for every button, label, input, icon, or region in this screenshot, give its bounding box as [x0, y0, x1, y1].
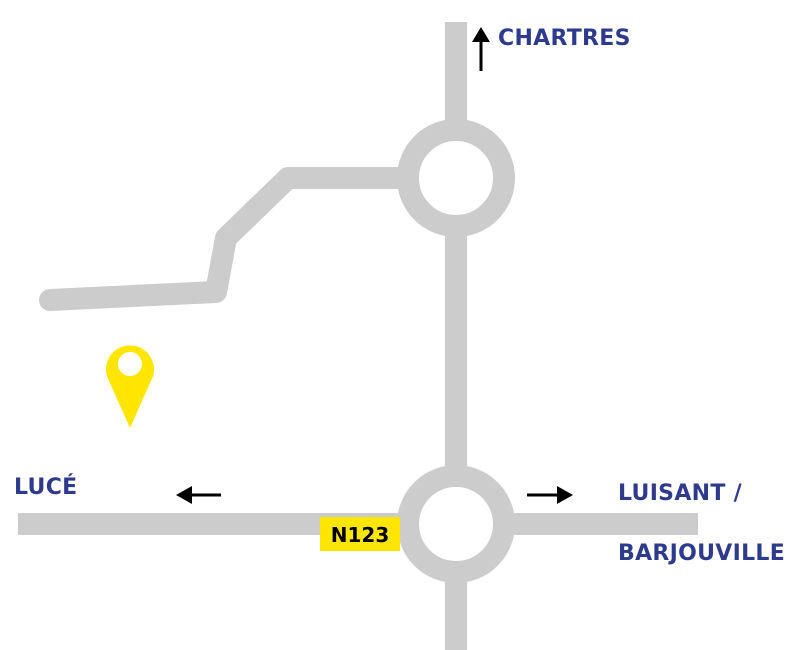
arrow-left-icon	[176, 486, 221, 504]
roundabout-north	[397, 119, 515, 237]
route-badge: N123	[320, 517, 400, 551]
place-label-chartres: CHARTRES	[498, 26, 631, 51]
roads	[18, 22, 698, 650]
road-side-branch	[39, 167, 431, 311]
arrow-up-icon	[472, 27, 490, 71]
place-label-luisant: LUISANT /	[618, 481, 743, 506]
location-pin-icon	[106, 345, 154, 428]
place-label-luce: LUCÉ	[14, 474, 77, 500]
place-label-barjouville: BARJOUVILLE	[618, 541, 785, 566]
arrow-right-icon	[527, 486, 573, 504]
route-badge-label: N123	[331, 523, 390, 547]
roundabout-south	[397, 465, 515, 583]
